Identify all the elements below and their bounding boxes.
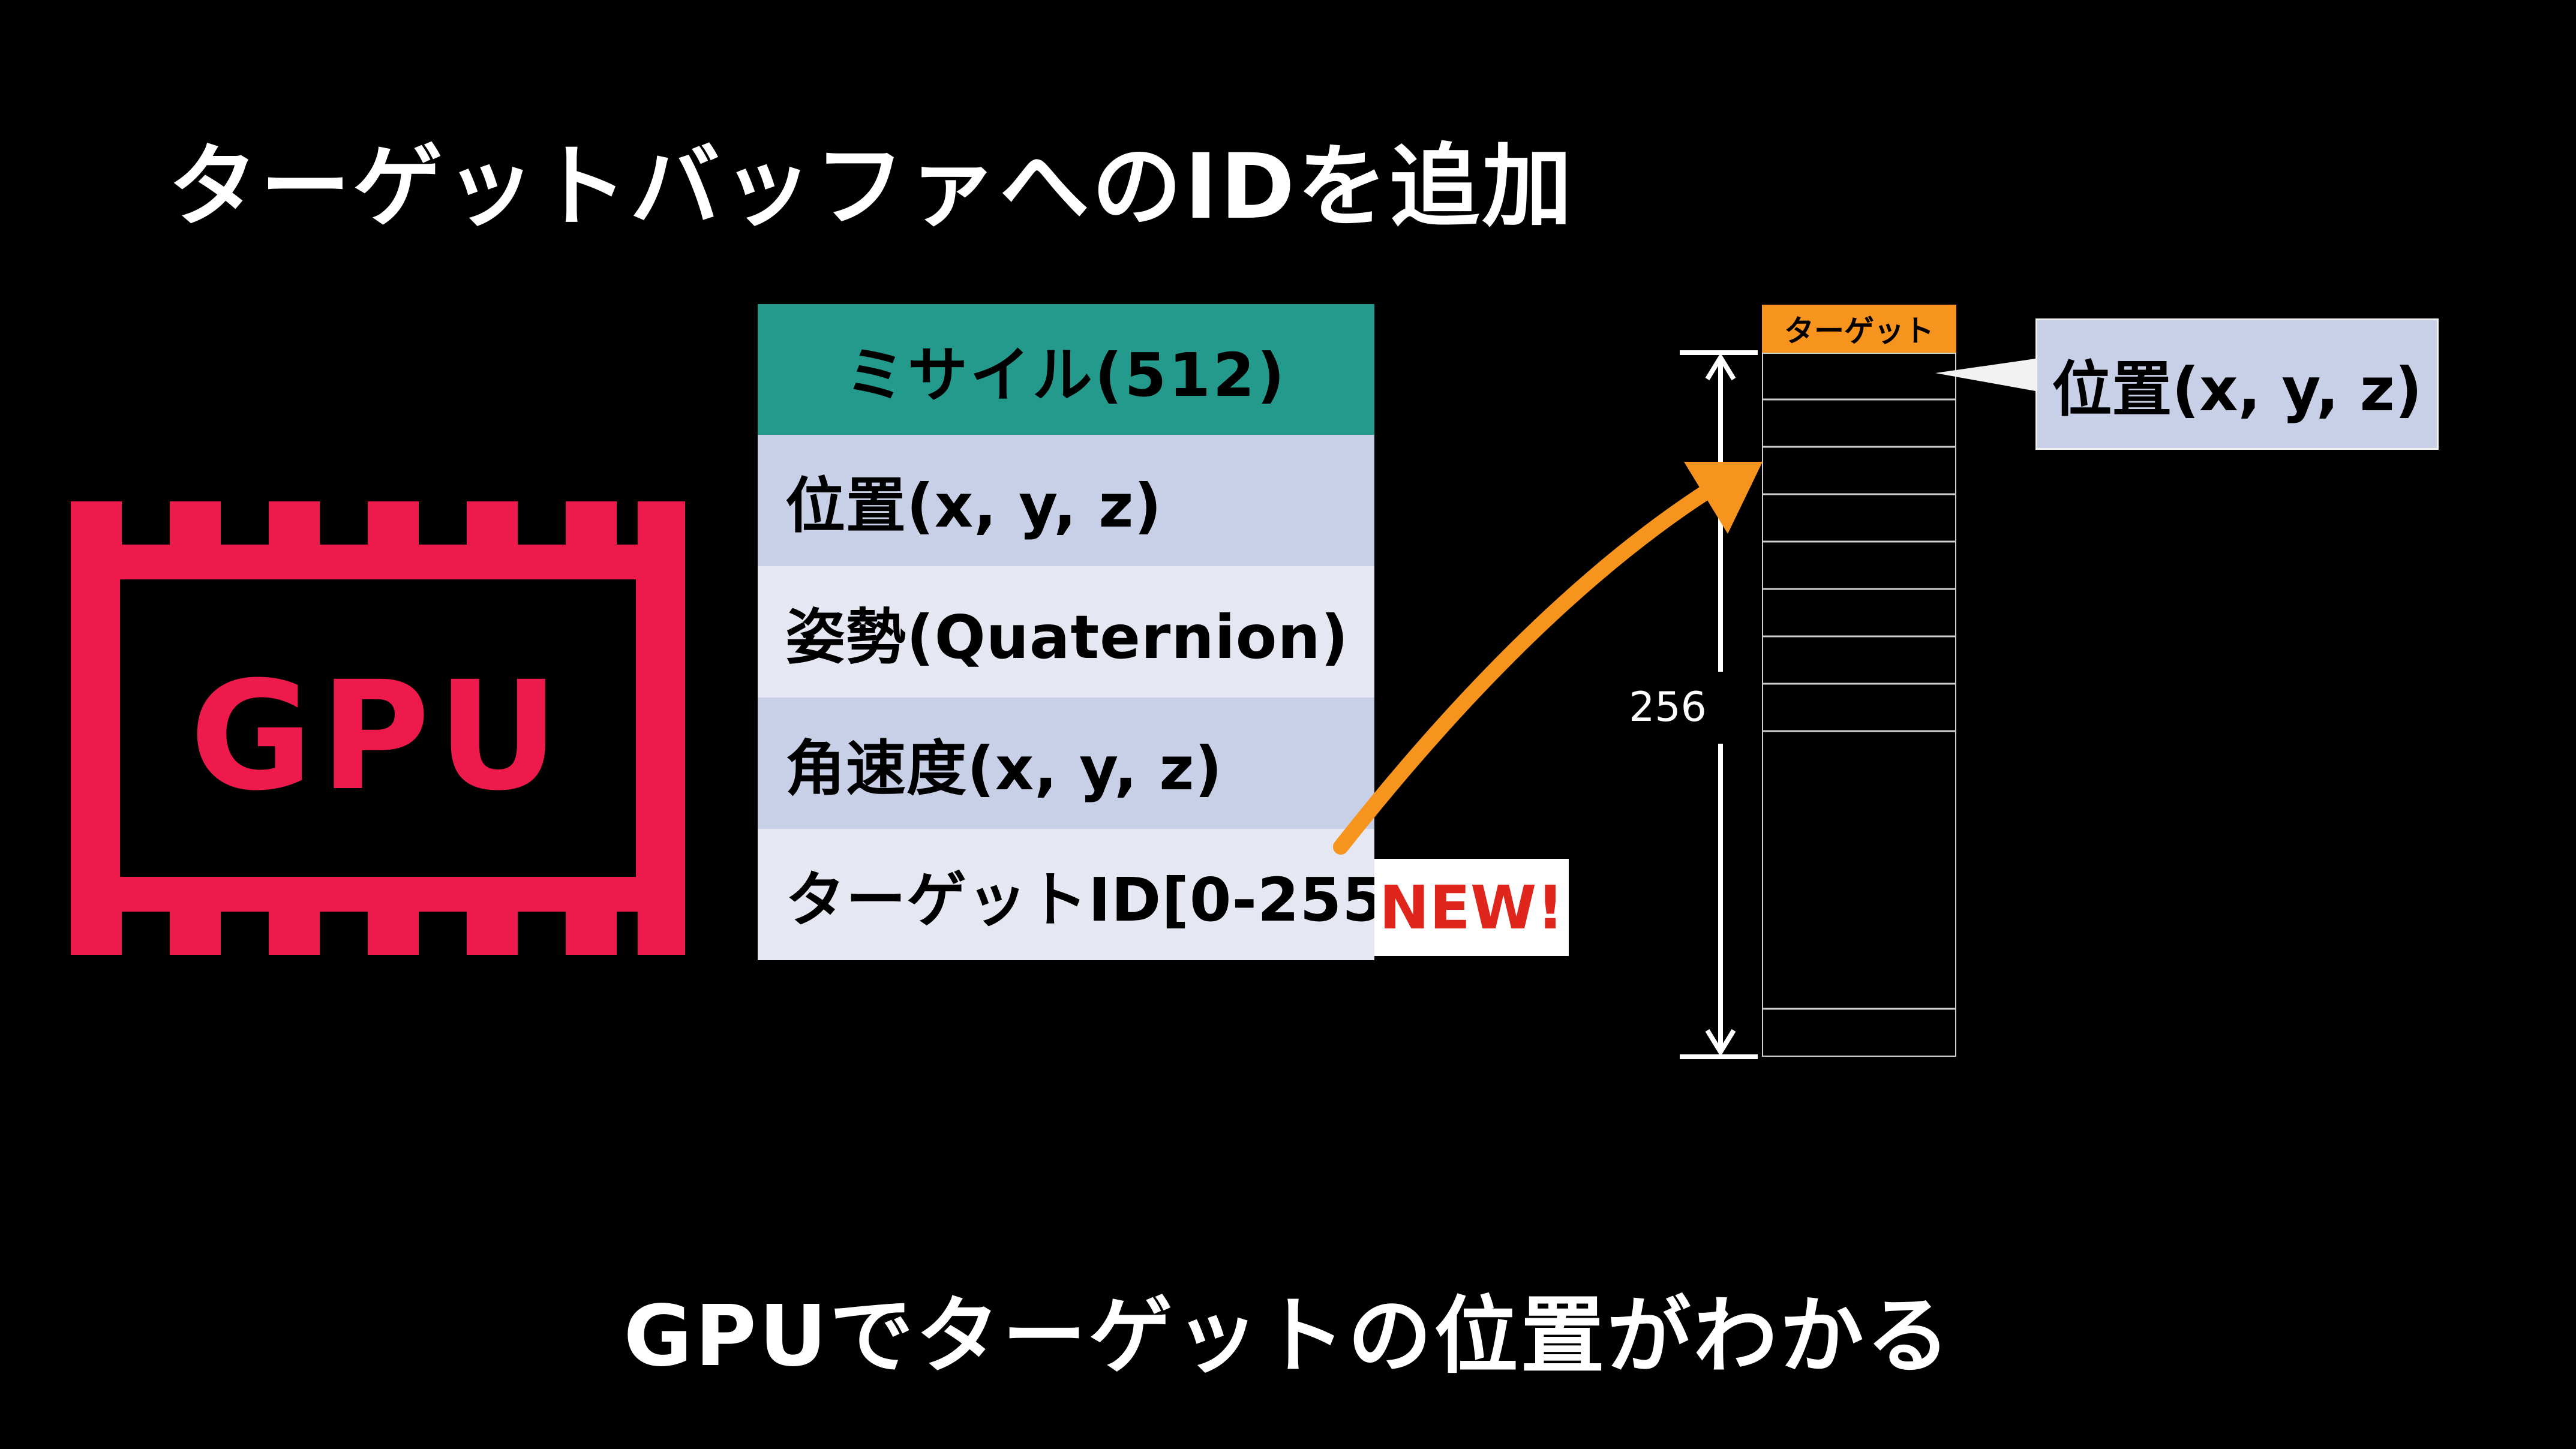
table-row-angular-velocity: 角速度(x, y, z): [758, 698, 1374, 829]
arrow-head: [1684, 462, 1763, 534]
buffer-count-label: 256: [1629, 684, 1707, 731]
callout-pointer: [1935, 359, 2035, 391]
new-badge: NEW!: [1374, 859, 1569, 956]
gpu-chip-icon: GPU: [71, 501, 685, 955]
buffer-header: ターゲット: [1762, 305, 1956, 353]
target-id-arrow: [1333, 478, 1724, 855]
target-buffer: [1762, 353, 1956, 1057]
buffer-slot-lines: [1762, 398, 1956, 1010]
slide-subtitle: GPUでターゲットの位置がわかる: [623, 1288, 1953, 1385]
slide-title: ターゲットバッファへのIDを追加: [168, 135, 1575, 239]
gpu-label: GPU: [190, 649, 566, 823]
missile-struct-table: ミサイル(512) 位置(x, y, z) 姿勢(Quaternion) 角速度…: [758, 304, 1412, 960]
table-header: ミサイル(512): [758, 304, 1374, 435]
table-row-orientation: 姿勢(Quaternion): [758, 566, 1374, 698]
table-row-target-id: ターゲットID[0-255]: [758, 829, 1412, 960]
buffer-size-dimension: [1680, 350, 1758, 1059]
buffer-element-label: 位置(x, y, z): [2035, 318, 2439, 450]
table-row-position: 位置(x, y, z): [758, 435, 1374, 566]
